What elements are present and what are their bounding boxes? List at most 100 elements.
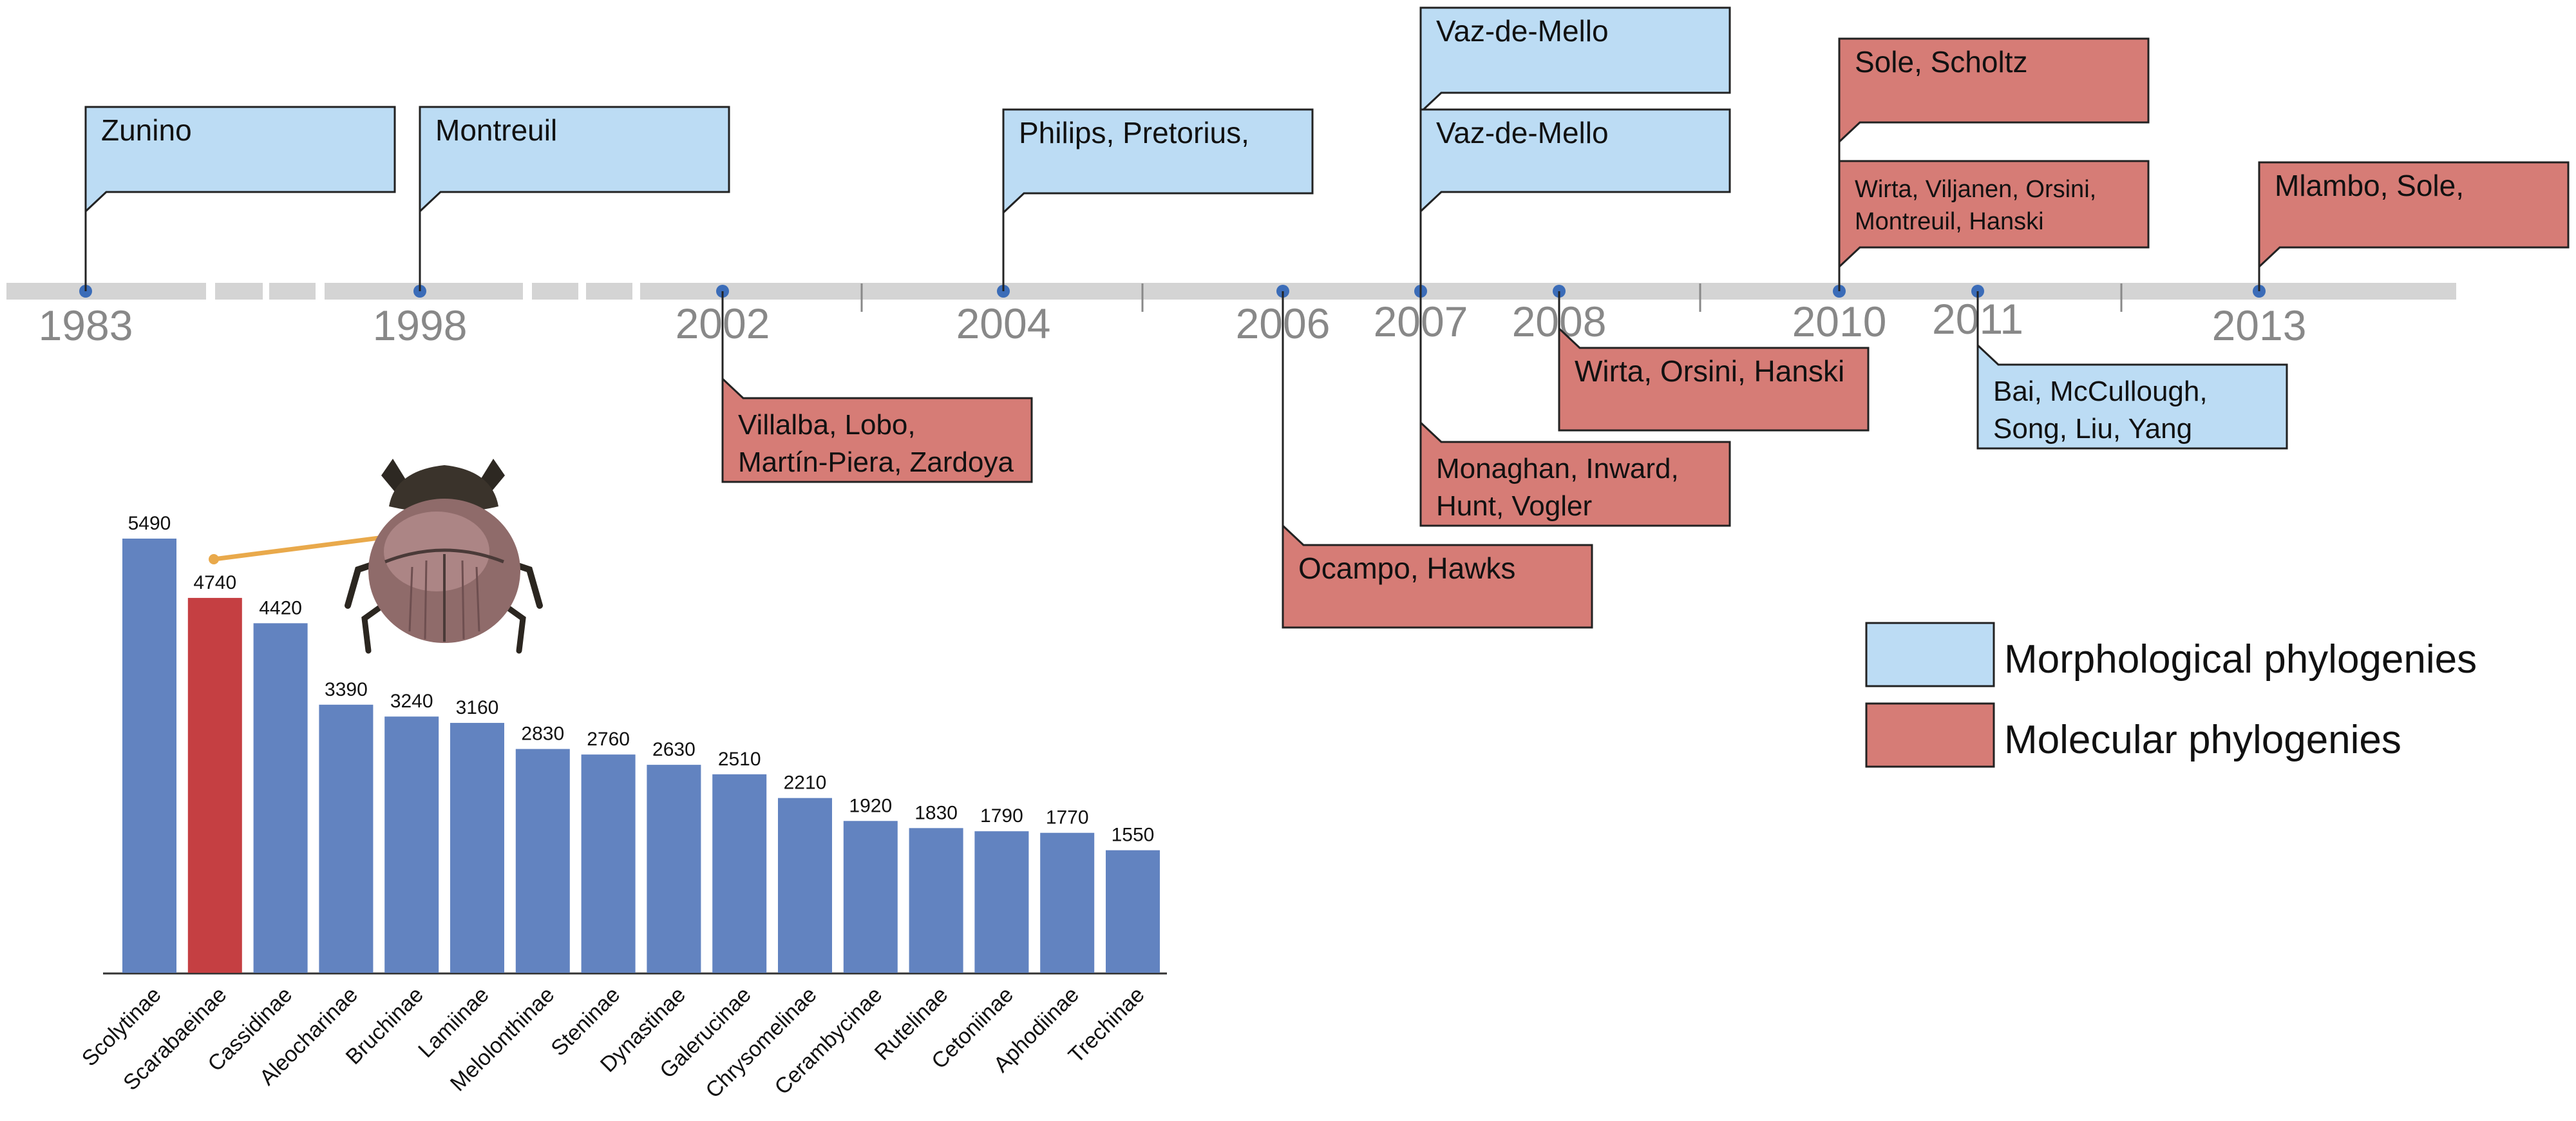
study-flag (1976, 343, 2288, 450)
study-flag (419, 106, 730, 214)
bar-value-label: 2210 (784, 772, 827, 794)
dung-beetle-icon (209, 459, 543, 654)
bar-value-label: 1920 (849, 795, 892, 816)
bar-dynastinae (647, 765, 701, 973)
study-flag (1282, 523, 1593, 629)
year-label-1998: 1998 (373, 302, 468, 349)
study-label: Song, Liu, Yang (1993, 413, 2192, 445)
study-flag (1558, 326, 1870, 432)
bar-value-label: 2510 (718, 749, 761, 770)
study-label: Monaghan, Inward, (1436, 453, 1679, 484)
beetle-pointer-dot (209, 554, 219, 564)
bar-scarabaeinae (187, 598, 242, 973)
study-flag (2258, 161, 2570, 269)
study-box-vaz-de-mello-2: Vaz-de-Mello (1419, 108, 1731, 291)
bar-value-label: 1770 (1046, 807, 1089, 829)
study-box-mlambo: Mlambo, Sole, (2258, 161, 2570, 291)
year-label-2004: 2004 (956, 300, 1051, 347)
study-label: Vaz-de-Mello (1436, 116, 1609, 149)
study-label: Ocampo, Hawks (1298, 551, 1515, 585)
bar-chart: 5490Scolytinae4740Scarabaeinae4420Cassid… (77, 513, 1167, 1103)
beetle-pointer-line (213, 533, 395, 562)
bar-value-label: 1550 (1112, 825, 1155, 846)
study-box-vaz-de-mello-1: Vaz-de-Mello (1419, 6, 1731, 291)
study-box-monaghan: Monaghan, Inward, Hunt, Vogler (1419, 291, 1731, 527)
year-label-2013: 2013 (2212, 302, 2307, 349)
study-box-ocampo: Ocampo, Hawks (1282, 291, 1593, 629)
study-label: Wirta, Orsini, Hanski (1575, 354, 1844, 388)
bar-galerucinae (712, 774, 767, 973)
bar-value-label: 3240 (390, 691, 433, 712)
bar-bruchinae (384, 716, 439, 973)
study-label: Sole, Scholtz (1855, 45, 2027, 79)
study-label: Montreuil (435, 113, 557, 147)
study-flag (84, 106, 396, 214)
study-box-sole-scholtz: Sole, Scholtz (1838, 37, 2150, 291)
legend-swatch-molecular (1865, 702, 1995, 768)
timeline-bar-segment (6, 283, 206, 300)
bar-value-label: 1830 (914, 802, 958, 823)
bar-cassidinae (253, 623, 308, 973)
bar-aphodiinae (1040, 832, 1095, 973)
legend-label-morphological: Morphological phylogenies (2004, 637, 2477, 682)
beetle-head (389, 465, 498, 513)
legend: Morphological phylogenies Molecular phyl… (1865, 622, 2477, 768)
bar-value-label: 5490 (128, 513, 171, 534)
study-box-wirta-2008: Wirta, Orsini, Hanski (1558, 291, 1870, 432)
study-label: Wirta, Viljanen, Orsini, (1855, 176, 2096, 203)
study-flag (721, 376, 1033, 483)
study-label: Martín-Piera, Zardoya (738, 446, 1014, 478)
study-box-zunino: Zunino (84, 106, 396, 291)
study-flag (1419, 6, 1731, 115)
study-label: Hunt, Vogler (1436, 490, 1592, 522)
study-label: Vaz-de-Mello (1436, 14, 1609, 48)
bar-lamiinae (450, 723, 504, 973)
timeline-bar-segment (269, 283, 316, 300)
bar-chrysomelinae (778, 798, 832, 973)
bar-value-label: 1790 (980, 805, 1023, 827)
study-flag (1838, 37, 2150, 144)
bar-trechinae (1106, 850, 1160, 973)
bar-value-label: 2760 (587, 729, 630, 750)
bar-value-label: 3160 (456, 697, 499, 718)
timeline-bar-segment (586, 283, 632, 300)
bar-value-label: 4740 (193, 572, 236, 593)
study-flag (1419, 420, 1731, 527)
timeline-bar-segment (640, 283, 2456, 300)
beetle-elytra-seam (384, 548, 504, 564)
study-flag (1838, 160, 2150, 269)
study-flag (1419, 108, 1731, 214)
study-label: Philips, Pretorius, (1019, 116, 1249, 149)
beetle-elytra-stripes (408, 560, 480, 640)
study-box-villalba: Villalba, Lobo, Martín-Piera, Zardoya (721, 291, 1033, 483)
study-label: Bai, McCullough, (1993, 376, 2208, 407)
study-flag (1002, 108, 1314, 215)
year-label-1983: 1983 (39, 302, 133, 349)
bar-rutelinae (909, 828, 963, 973)
category-label: Chrysomelinae (701, 982, 821, 1103)
bar-value-label: 4420 (259, 597, 302, 618)
study-label: Zunino (101, 113, 192, 147)
study-label: Mlambo, Sole, (2275, 169, 2464, 202)
bar-value-label: 2630 (652, 739, 696, 760)
study-box-montreuil: Montreuil (419, 106, 730, 291)
legend-swatch-morphological (1865, 622, 1995, 687)
bar-value-label: 2830 (521, 723, 564, 745)
timeline-bar-segment (532, 283, 578, 300)
timeline-bar-segment (215, 283, 263, 300)
bar-aleocharinae (319, 704, 374, 973)
study-box-wirta-2010: Wirta, Viljanen, Orsini,Montreuil, Hansk… (1838, 160, 2150, 291)
bar-melolonthinae (515, 749, 570, 973)
bar-value-label: 3390 (325, 679, 368, 700)
bar-cerambycinae (843, 821, 898, 973)
study-label: Villalba, Lobo, (738, 409, 916, 441)
study-box-bai: Bai, McCullough, Song, Liu, Yang (1976, 291, 2288, 450)
bar-scolytinae (122, 539, 176, 973)
bar-steninae (581, 754, 636, 973)
study-box-philips: Philips, Pretorius, (1002, 108, 1314, 291)
year-label-2010: 2010 (1792, 298, 1887, 345)
legend-label-molecular: Molecular phylogenies (2004, 718, 2401, 762)
